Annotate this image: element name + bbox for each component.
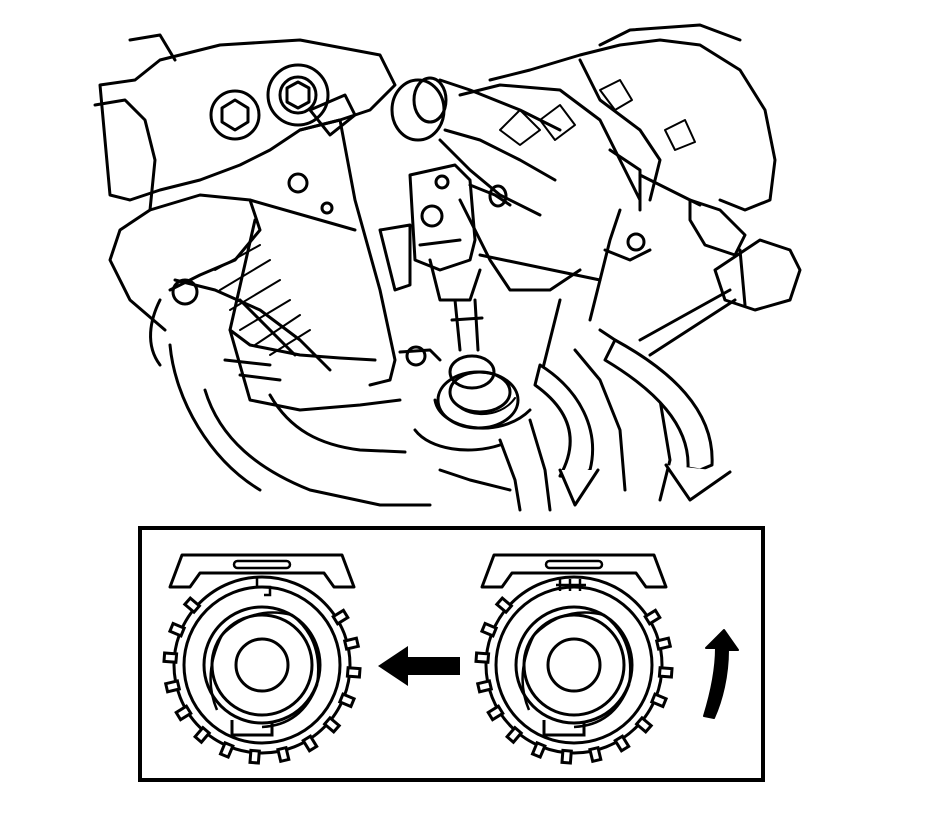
rotating-gear bbox=[413, 354, 532, 452]
wiring-connector bbox=[390, 76, 562, 217]
shaft bbox=[398, 298, 484, 367]
clock-spring-centered bbox=[162, 553, 362, 765]
rotate-arrow bbox=[533, 363, 600, 507]
shift-lever bbox=[638, 173, 747, 357]
column-housing bbox=[168, 118, 602, 507]
curved-up-arrow-icon bbox=[703, 629, 739, 719]
mounting-bracket bbox=[93, 33, 397, 372]
inset-panel bbox=[138, 526, 765, 782]
clock-spring-before-rotation bbox=[474, 553, 674, 765]
upper-housing bbox=[458, 23, 777, 282]
steering-column-view bbox=[93, 23, 802, 512]
hex-bolt bbox=[308, 93, 357, 137]
rotate-arrow bbox=[603, 338, 732, 502]
housing-grille bbox=[214, 244, 311, 356]
left-arrow-icon bbox=[378, 646, 460, 686]
lever-knob bbox=[713, 238, 802, 312]
hex-bolt bbox=[209, 63, 330, 141]
